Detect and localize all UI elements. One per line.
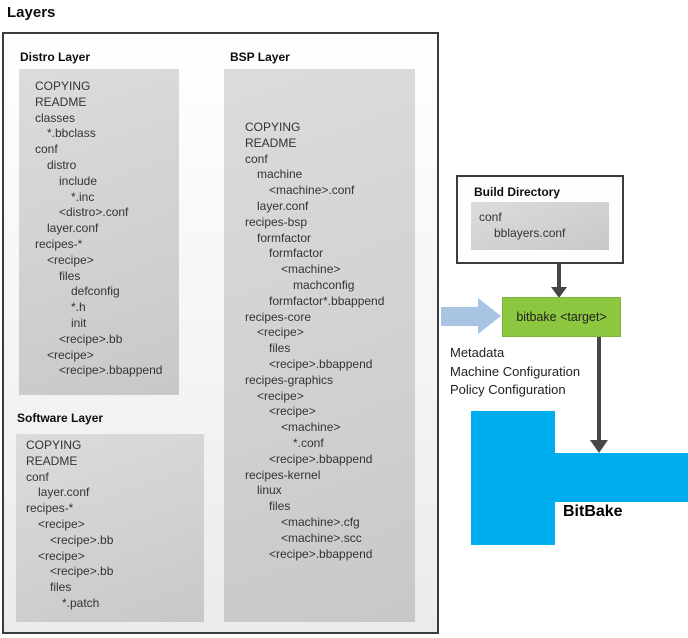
tree-entry: conf	[479, 210, 502, 224]
tree-entry: conf	[35, 142, 58, 157]
tree-entry: *.patch	[62, 595, 100, 610]
tree-entry: <recipe>.bbappend	[59, 363, 163, 378]
tree-entry: files	[269, 341, 291, 356]
tree-entry: conf	[245, 151, 268, 166]
tree-entry: <machine>	[281, 420, 341, 435]
tree-entry: machine	[257, 167, 303, 182]
tree-entry: <recipe>.bb	[50, 564, 114, 579]
tree-entry: recipes-graphics	[245, 372, 334, 387]
tree-entry: formfactor*.bbappend	[269, 293, 385, 308]
tree-entry: <recipe>	[38, 516, 85, 531]
tree-entry: <recipe>.bb	[50, 532, 114, 547]
bitbake-target-box: bitbake <target>	[502, 297, 621, 337]
tree-entry: formfactor	[269, 246, 324, 261]
tree-entry: distro	[47, 157, 77, 172]
page-title: Layers	[7, 4, 56, 21]
tree-entry: README	[26, 453, 78, 468]
tree-entry: <recipe>	[38, 548, 85, 563]
bitbake-target-to-bitbake-arrow-line	[597, 337, 601, 441]
layers-to-bitbake-arrow-shaft	[441, 307, 478, 326]
tree-entry: files	[269, 499, 291, 514]
tree-entry: linux	[257, 483, 282, 498]
build-directory-to-bitbake-arrow-line	[557, 264, 561, 288]
build-directory-box: Build Directory conf bblayers.conf	[456, 175, 624, 264]
tree-entry: <machine>.scc	[281, 530, 362, 545]
tree-entry: recipes-core	[245, 309, 312, 324]
bitbake-shape-vertical-block	[471, 411, 555, 545]
tree-entry: formfactor	[257, 230, 312, 245]
bitbake-shape-horizontal-bar	[555, 453, 688, 502]
tree-entry: init	[71, 315, 87, 330]
tree-entry: include	[59, 173, 98, 188]
tree-entry: <recipe>.bbappend	[269, 356, 373, 371]
tree-entry: recipes-*	[26, 501, 74, 516]
tree-entry: bblayers.conf	[494, 226, 566, 240]
annotation-policy-configuration: Policy Configuration	[450, 382, 566, 397]
bitbake-target-to-bitbake-arrowhead-icon	[590, 440, 608, 453]
tree-entry: COPYING	[26, 438, 82, 452]
tree-entry: layer.conf	[47, 221, 99, 236]
build-directory-label: Build Directory	[474, 185, 561, 199]
bitbake-label: BitBake	[563, 503, 623, 520]
tree-entry: recipes-bsp	[245, 214, 308, 229]
tree-entry: <recipe>	[269, 404, 316, 419]
tree-entry: defconfig	[71, 284, 120, 299]
tree-entry: <distro>.conf	[59, 205, 129, 220]
tree-entry: <recipe>.bb	[59, 331, 123, 346]
tree-entry: conf	[26, 469, 49, 484]
tree-entry: README	[245, 135, 297, 150]
bsp-layer-label: BSP Layer	[230, 50, 290, 64]
tree-entry: files	[59, 268, 81, 283]
tree-entry: recipes-kernel	[245, 467, 321, 482]
tree-entry: *.conf	[293, 435, 324, 450]
tree-entry: COPYING	[35, 79, 91, 93]
build-directory-file-tree: conf bblayers.conf	[471, 202, 609, 250]
tree-entry: *.inc	[71, 189, 95, 204]
distro-layer-label: Distro Layer	[20, 50, 91, 64]
annotation-machine-configuration: Machine Configuration	[450, 363, 581, 379]
tree-entry: <machine>	[281, 262, 341, 277]
software-layer-label: Software Layer	[17, 411, 104, 425]
tree-entry: files	[50, 580, 72, 595]
tree-entry: layer.conf	[38, 485, 90, 500]
annotation-metadata: Metadata	[450, 345, 505, 360]
metadata-annotations: Metadata Machine Configuration Policy Co…	[450, 344, 580, 400]
tree-entry: classes	[35, 110, 76, 125]
tree-entry: <recipe>	[47, 347, 94, 362]
tree-entry: <recipe>	[257, 325, 304, 340]
tree-entry: README	[35, 94, 87, 109]
tree-entry: layer.conf	[257, 198, 309, 213]
tree-entry: *.bbclass	[47, 126, 96, 141]
tree-entry: recipes-*	[35, 236, 83, 251]
tree-entry: *.h	[71, 300, 86, 315]
tree-entry: <machine>.conf	[269, 183, 355, 198]
tree-entry: <recipe>	[47, 252, 94, 267]
tree-entry: <machine>.cfg	[281, 514, 360, 529]
layers-to-bitbake-arrowhead-icon	[478, 298, 501, 334]
tree-entry: <recipe>.bbappend	[269, 546, 373, 561]
tree-entry: <recipe>	[257, 388, 304, 403]
tree-entry: COPYING	[245, 120, 301, 134]
tree-entry: <recipe>.bbappend	[269, 451, 373, 466]
build-directory-to-bitbake-arrowhead-icon	[551, 287, 567, 298]
tree-entry: machconfig	[293, 277, 355, 292]
